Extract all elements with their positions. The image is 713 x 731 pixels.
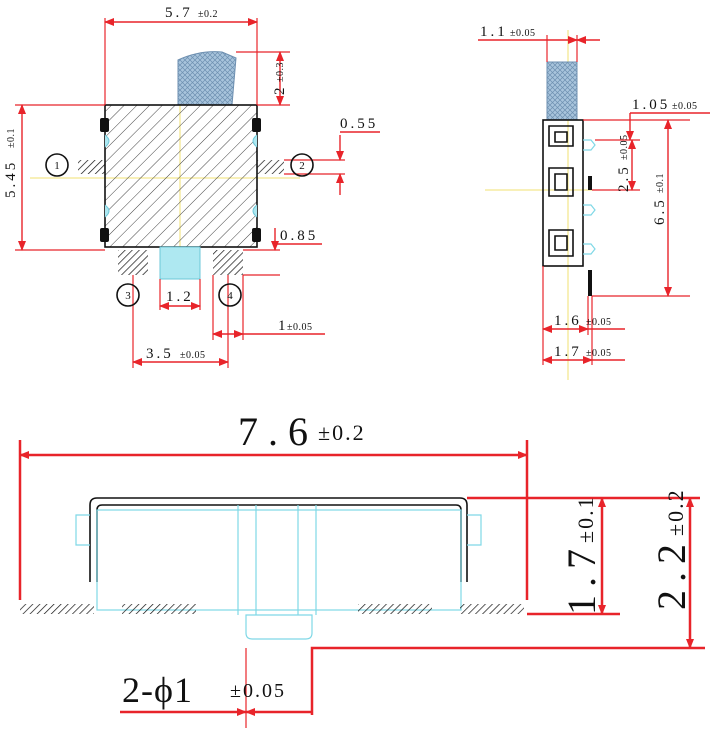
pin-label-2: 2 [299,160,305,172]
top-left-view: 1 2 3 4 5.7 ±0.2 2 ±0.3 5.45 ±0.1 0.55 0… [3,5,380,368]
dim-w2-tol: ±0.05 [586,348,612,359]
dim-height1-tol: ±0.1 [573,495,598,543]
dim-height2-value: 2.2 [649,536,694,610]
dim-top-value: 1.1 [480,24,508,40]
side-tab-left [78,160,105,174]
side-body [542,119,584,267]
dim-length-value: 6.5 [652,197,668,225]
lever [177,51,237,106]
dim-hole-tol: ±0.05 [230,680,286,702]
dim-width-value: 5.7 [165,5,193,21]
dim-w1-tol: ±0.05 [586,317,612,328]
dim-length-tol: ±0.1 [655,173,666,193]
side-lever [546,61,578,121]
dim-center-value: 1.2 [166,289,194,305]
dim-lever-value: 2 [272,85,288,96]
dim-padwidth-value: 1 [278,318,289,334]
terminal-center-right [358,604,432,614]
pad-3 [118,250,148,275]
dim-pitch-tol: ±0.05 [180,350,206,361]
pin-label-1: 1 [54,160,60,172]
bottom-view: 7.6 ±0.2 1.7 ±0.1 2.2 ±0.2 2-ϕ1 ±0.05 [18,409,705,728]
switch-body [104,104,258,248]
dim-hole-value: 2-ϕ1 [122,670,193,710]
dim-top-tol: ±0.05 [510,28,536,39]
pin-label-4: 4 [227,290,233,302]
pad-4 [213,250,243,275]
side-tab-right [257,160,284,174]
dim-total-length-tol: ±0.2 [318,420,366,445]
dim-mid-value: 2.5 [616,164,632,192]
dim-w2-value: 1.7 [554,344,582,360]
center-boss [245,614,313,640]
center-post [159,246,201,280]
terminal-center-left [122,604,196,614]
dim-mid-tol: ±0.05 [619,135,630,161]
dim-pad-value: 0.85 [280,228,318,244]
terminal-left [20,604,94,614]
dim-w1-value: 1.6 [554,313,582,329]
cover-frame [89,497,468,582]
top-right-view: 1.1 ±0.05 1.05 ±0.05 2.5 ±0.05 6.5 ±0.1 … [478,24,710,380]
dim-height1-value: 1.7 [559,541,604,615]
dim-height2-tol: ±0.2 [663,488,688,536]
dim-lever-tol: ±0.3 [275,62,286,82]
dim-gap-value: 0.55 [340,116,378,132]
dim-right-value: 1.05 [632,97,670,113]
dim-height-value: 5.45 [3,160,19,198]
dim-padwidth-tol: ±0.05 [287,322,313,333]
dim-pitch-value: 3.5 [146,346,174,362]
pin-label-3: 3 [125,290,131,302]
dim-height-tol: ±0.1 [6,128,17,148]
dim-width-tol: ±0.2 [198,9,218,20]
dim-right-tol: ±0.05 [672,101,698,112]
dim-total-length-value: 7.6 [238,409,318,454]
terminal-right [460,604,524,614]
